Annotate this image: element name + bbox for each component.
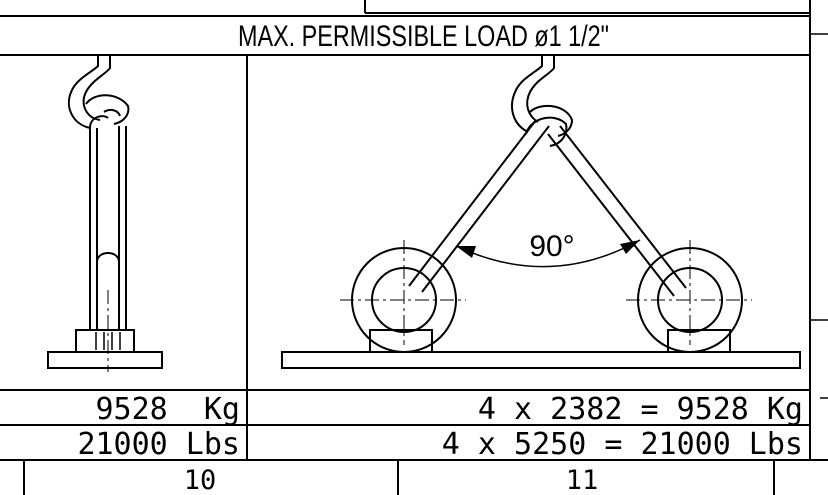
- load-lbs-single: 21000 Lbs: [77, 427, 240, 462]
- load-kg-four-leg: 4 x 2382 = 9528 Kg: [478, 392, 803, 427]
- load-lbs-four-leg: 4 x 5250 = 21000 Lbs: [442, 427, 803, 462]
- table-title: MAX. PERMISSIBLE LOAD ø1 1/2": [238, 19, 609, 52]
- single-hook-sling-figure: [47, 55, 163, 372]
- column-number-11: 11: [566, 465, 599, 495]
- angle-label: 90°: [529, 230, 574, 263]
- load-kg-single: 9528 Kg: [96, 392, 241, 427]
- four-leg-sling-figure: [281, 55, 801, 369]
- column-number-10: 10: [184, 465, 217, 495]
